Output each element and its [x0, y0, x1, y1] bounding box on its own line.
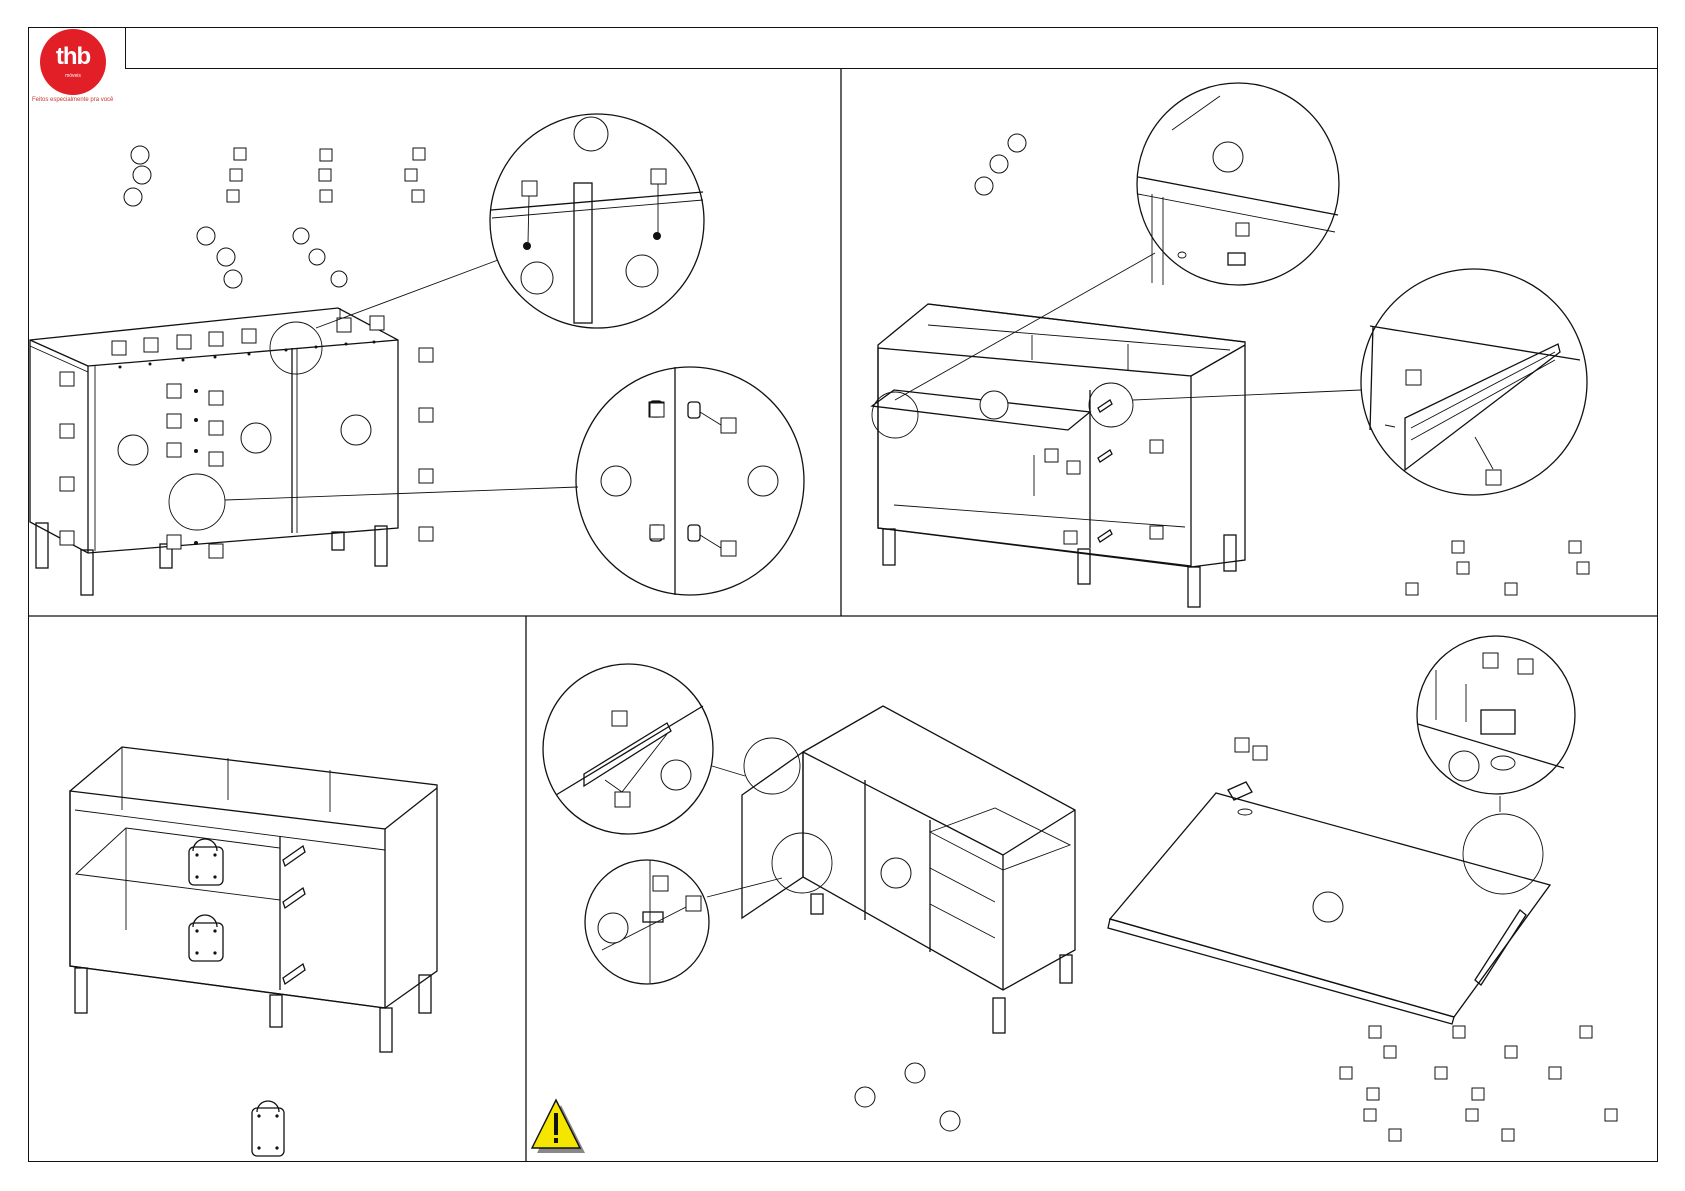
part-callout-circle	[124, 188, 142, 206]
step-4-panel	[532, 636, 1617, 1153]
cabinet-open-view	[70, 747, 437, 1052]
part-callout-circle	[331, 271, 347, 287]
part-callout-circle	[293, 228, 309, 244]
warning-triangle-icon	[532, 1100, 585, 1153]
detail-zoom-top	[490, 114, 704, 328]
lock-icon	[252, 1101, 284, 1156]
part-callout-box	[319, 169, 331, 181]
detail-zoom-bottom	[576, 367, 804, 595]
part-callout-box	[412, 190, 424, 202]
lock-icon	[189, 839, 223, 885]
cabinet-back-view	[30, 308, 433, 595]
part-callout-box	[234, 148, 246, 160]
part-callout-circle	[309, 249, 325, 265]
part-callout-box	[320, 149, 332, 161]
detail-zoom-handle	[543, 664, 713, 834]
part-callout-box	[227, 190, 239, 202]
step-1-panel	[30, 114, 804, 595]
countertop-view	[1108, 738, 1550, 1024]
lock-icon	[189, 915, 223, 961]
part-callout-circle	[131, 146, 149, 164]
part-callout-box	[405, 169, 417, 181]
part-callout-box	[230, 169, 242, 181]
part-callout-box	[413, 148, 425, 160]
part-callout-circle	[224, 270, 242, 288]
part-callout-circle	[133, 166, 151, 184]
detail-zoom-slide	[1361, 269, 1587, 495]
step-2-panel	[872, 83, 1589, 607]
detail-zoom-bumper	[1137, 83, 1339, 285]
part-callout-circle	[197, 227, 215, 245]
part-callout-box	[320, 190, 332, 202]
cabinet-assembled-view	[742, 706, 1075, 1033]
part-callout-circle	[217, 248, 235, 266]
step-3-panel	[70, 747, 437, 1156]
detail-zoom-hinge	[585, 860, 709, 984]
cabinet-front-view	[872, 304, 1245, 607]
detail-zoom-fitting	[1417, 636, 1575, 794]
